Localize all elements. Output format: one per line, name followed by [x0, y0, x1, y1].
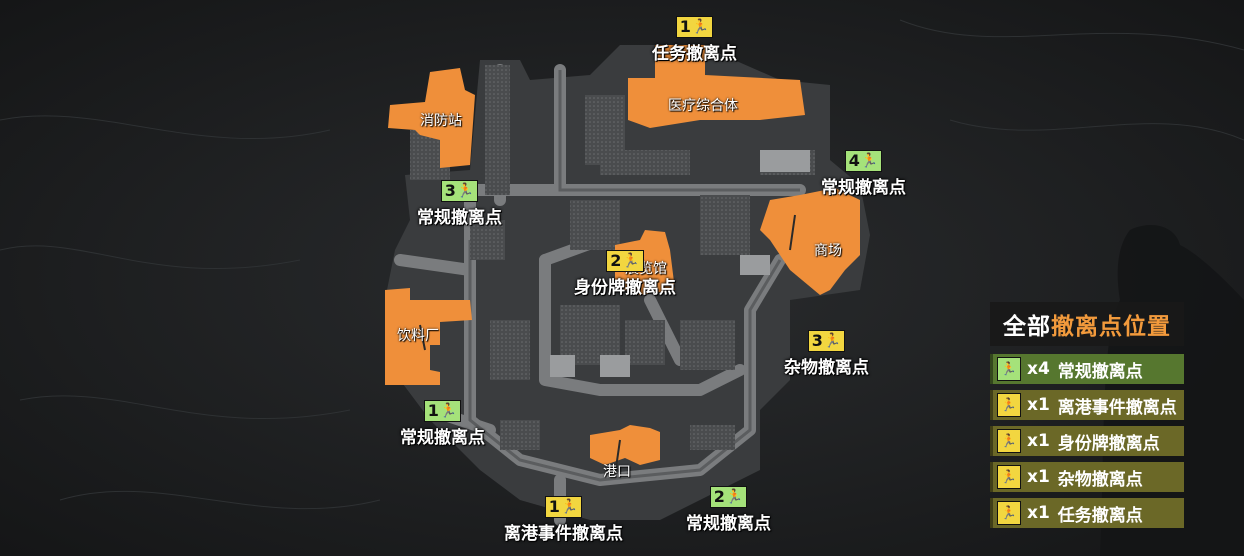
running-man-icon: 🏃 — [622, 253, 640, 269]
building-port — [590, 425, 660, 465]
legend-count: x1 — [1027, 431, 1050, 451]
topography-lines — [0, 19, 1244, 510]
marker-regular-3[interactable]: 3🏃 常规撤离点 — [417, 180, 502, 228]
marker-idcard-extract[interactable]: 2🏃 身份牌撤离点 — [574, 250, 676, 298]
grey-buildings — [410, 65, 815, 450]
legend-label: 杂物撤离点 — [1057, 469, 1143, 490]
label-fire-station: 消防站 — [420, 113, 462, 129]
legend-label: 任务撤离点 — [1057, 505, 1143, 526]
running-man-icon: 🏃 — [860, 153, 879, 169]
legend-title-highlight: 撤离点位置 — [1051, 314, 1171, 340]
exit-badge: 1🏃 — [675, 16, 714, 38]
running-man-icon: 🏃 — [456, 183, 475, 199]
exit-badge: 1🏃 — [544, 496, 583, 518]
marker-regular-4[interactable]: 4🏃 常规撤离点 — [821, 150, 906, 198]
marker-label: 杂物撤离点 — [784, 358, 869, 378]
legend-label: 身份牌撤离点 — [1057, 433, 1160, 454]
building-beverage — [385, 288, 472, 385]
running-man-icon: 🏃 — [439, 403, 458, 419]
legend-count: x4 — [1027, 359, 1050, 379]
marker-misc-extract[interactable]: 3🏃 杂物撤离点 — [784, 330, 869, 378]
running-man-icon: 🏃 — [823, 333, 842, 349]
legend-row-regular: 🏃 x4 常规撤离点 — [990, 354, 1184, 384]
marker-label: 常规撤离点 — [686, 514, 771, 534]
running-man-icon: 🏃 — [691, 19, 710, 35]
marker-label: 离港事件撤离点 — [504, 524, 623, 544]
building-exhibition — [615, 230, 675, 295]
running-man-icon: 🏃 — [997, 393, 1021, 417]
building-fire-station — [388, 68, 475, 168]
legend-label: 常规撤离点 — [1057, 361, 1143, 382]
running-man-icon: 🏃 — [560, 499, 579, 515]
road-edges — [468, 70, 800, 482]
label-port: 港口 — [603, 464, 631, 480]
exit-badge: 2🏃 — [606, 250, 644, 272]
label-medical: 医疗综合体 — [668, 98, 738, 114]
extraction-legend: 全部撤离点位置 🏃 x4 常规撤离点 🏃 x1 离港事件撤离点 🏃 x1 身份牌… — [990, 302, 1184, 528]
legend-count: x1 — [1027, 395, 1050, 415]
label-beverage: 饮料厂 — [397, 328, 439, 344]
legend-row-misc: 🏃 x1 杂物撤离点 — [990, 462, 1184, 492]
label-mall: 商场 — [814, 243, 842, 259]
exit-badge: 1🏃 — [423, 400, 462, 422]
exit-badge: 4🏃 — [844, 150, 883, 172]
building-medical — [628, 45, 805, 128]
building-details — [419, 214, 796, 476]
legend-title-prefix: 全部 — [1003, 314, 1051, 340]
legend-row-port-event: 🏃 x1 离港事件撤离点 — [990, 390, 1184, 420]
key-buildings — [385, 45, 860, 465]
running-man-icon: 🏃 — [997, 429, 1021, 453]
legend-row-idcard: 🏃 x1 身份牌撤离点 — [990, 426, 1184, 456]
legend-title: 全部撤离点位置 — [990, 302, 1184, 346]
running-man-icon: 🏃 — [725, 489, 744, 505]
marker-label: 身份牌撤离点 — [574, 278, 676, 298]
running-man-icon: 🏃 — [997, 465, 1021, 489]
running-man-icon: 🏃 — [997, 357, 1021, 381]
exit-badge: 2🏃 — [709, 486, 748, 508]
exit-badge: 3🏃 — [807, 330, 846, 352]
running-man-icon: 🏃 — [997, 501, 1021, 525]
marker-regular-2[interactable]: 2🏃 常规撤离点 — [686, 486, 771, 534]
marker-task-extract[interactable]: 1🏃 任务撤离点 — [652, 16, 737, 64]
building-mall — [760, 188, 860, 295]
light-buildings — [550, 150, 810, 377]
legend-row-task: 🏃 x1 任务撤离点 — [990, 498, 1184, 528]
exit-badge: 3🏃 — [440, 180, 479, 202]
marker-label: 常规撤离点 — [821, 178, 906, 198]
legend-count: x1 — [1027, 467, 1050, 487]
marker-label: 任务撤离点 — [652, 44, 737, 64]
marker-label: 常规撤离点 — [417, 208, 502, 228]
legend-label: 离港事件撤离点 — [1057, 397, 1177, 418]
legend-count: x1 — [1027, 503, 1050, 523]
marker-port-event-extract[interactable]: 1🏃 离港事件撤离点 — [504, 496, 623, 544]
marker-label: 常规撤离点 — [400, 428, 485, 448]
marker-regular-1[interactable]: 1🏃 常规撤离点 — [400, 400, 485, 448]
